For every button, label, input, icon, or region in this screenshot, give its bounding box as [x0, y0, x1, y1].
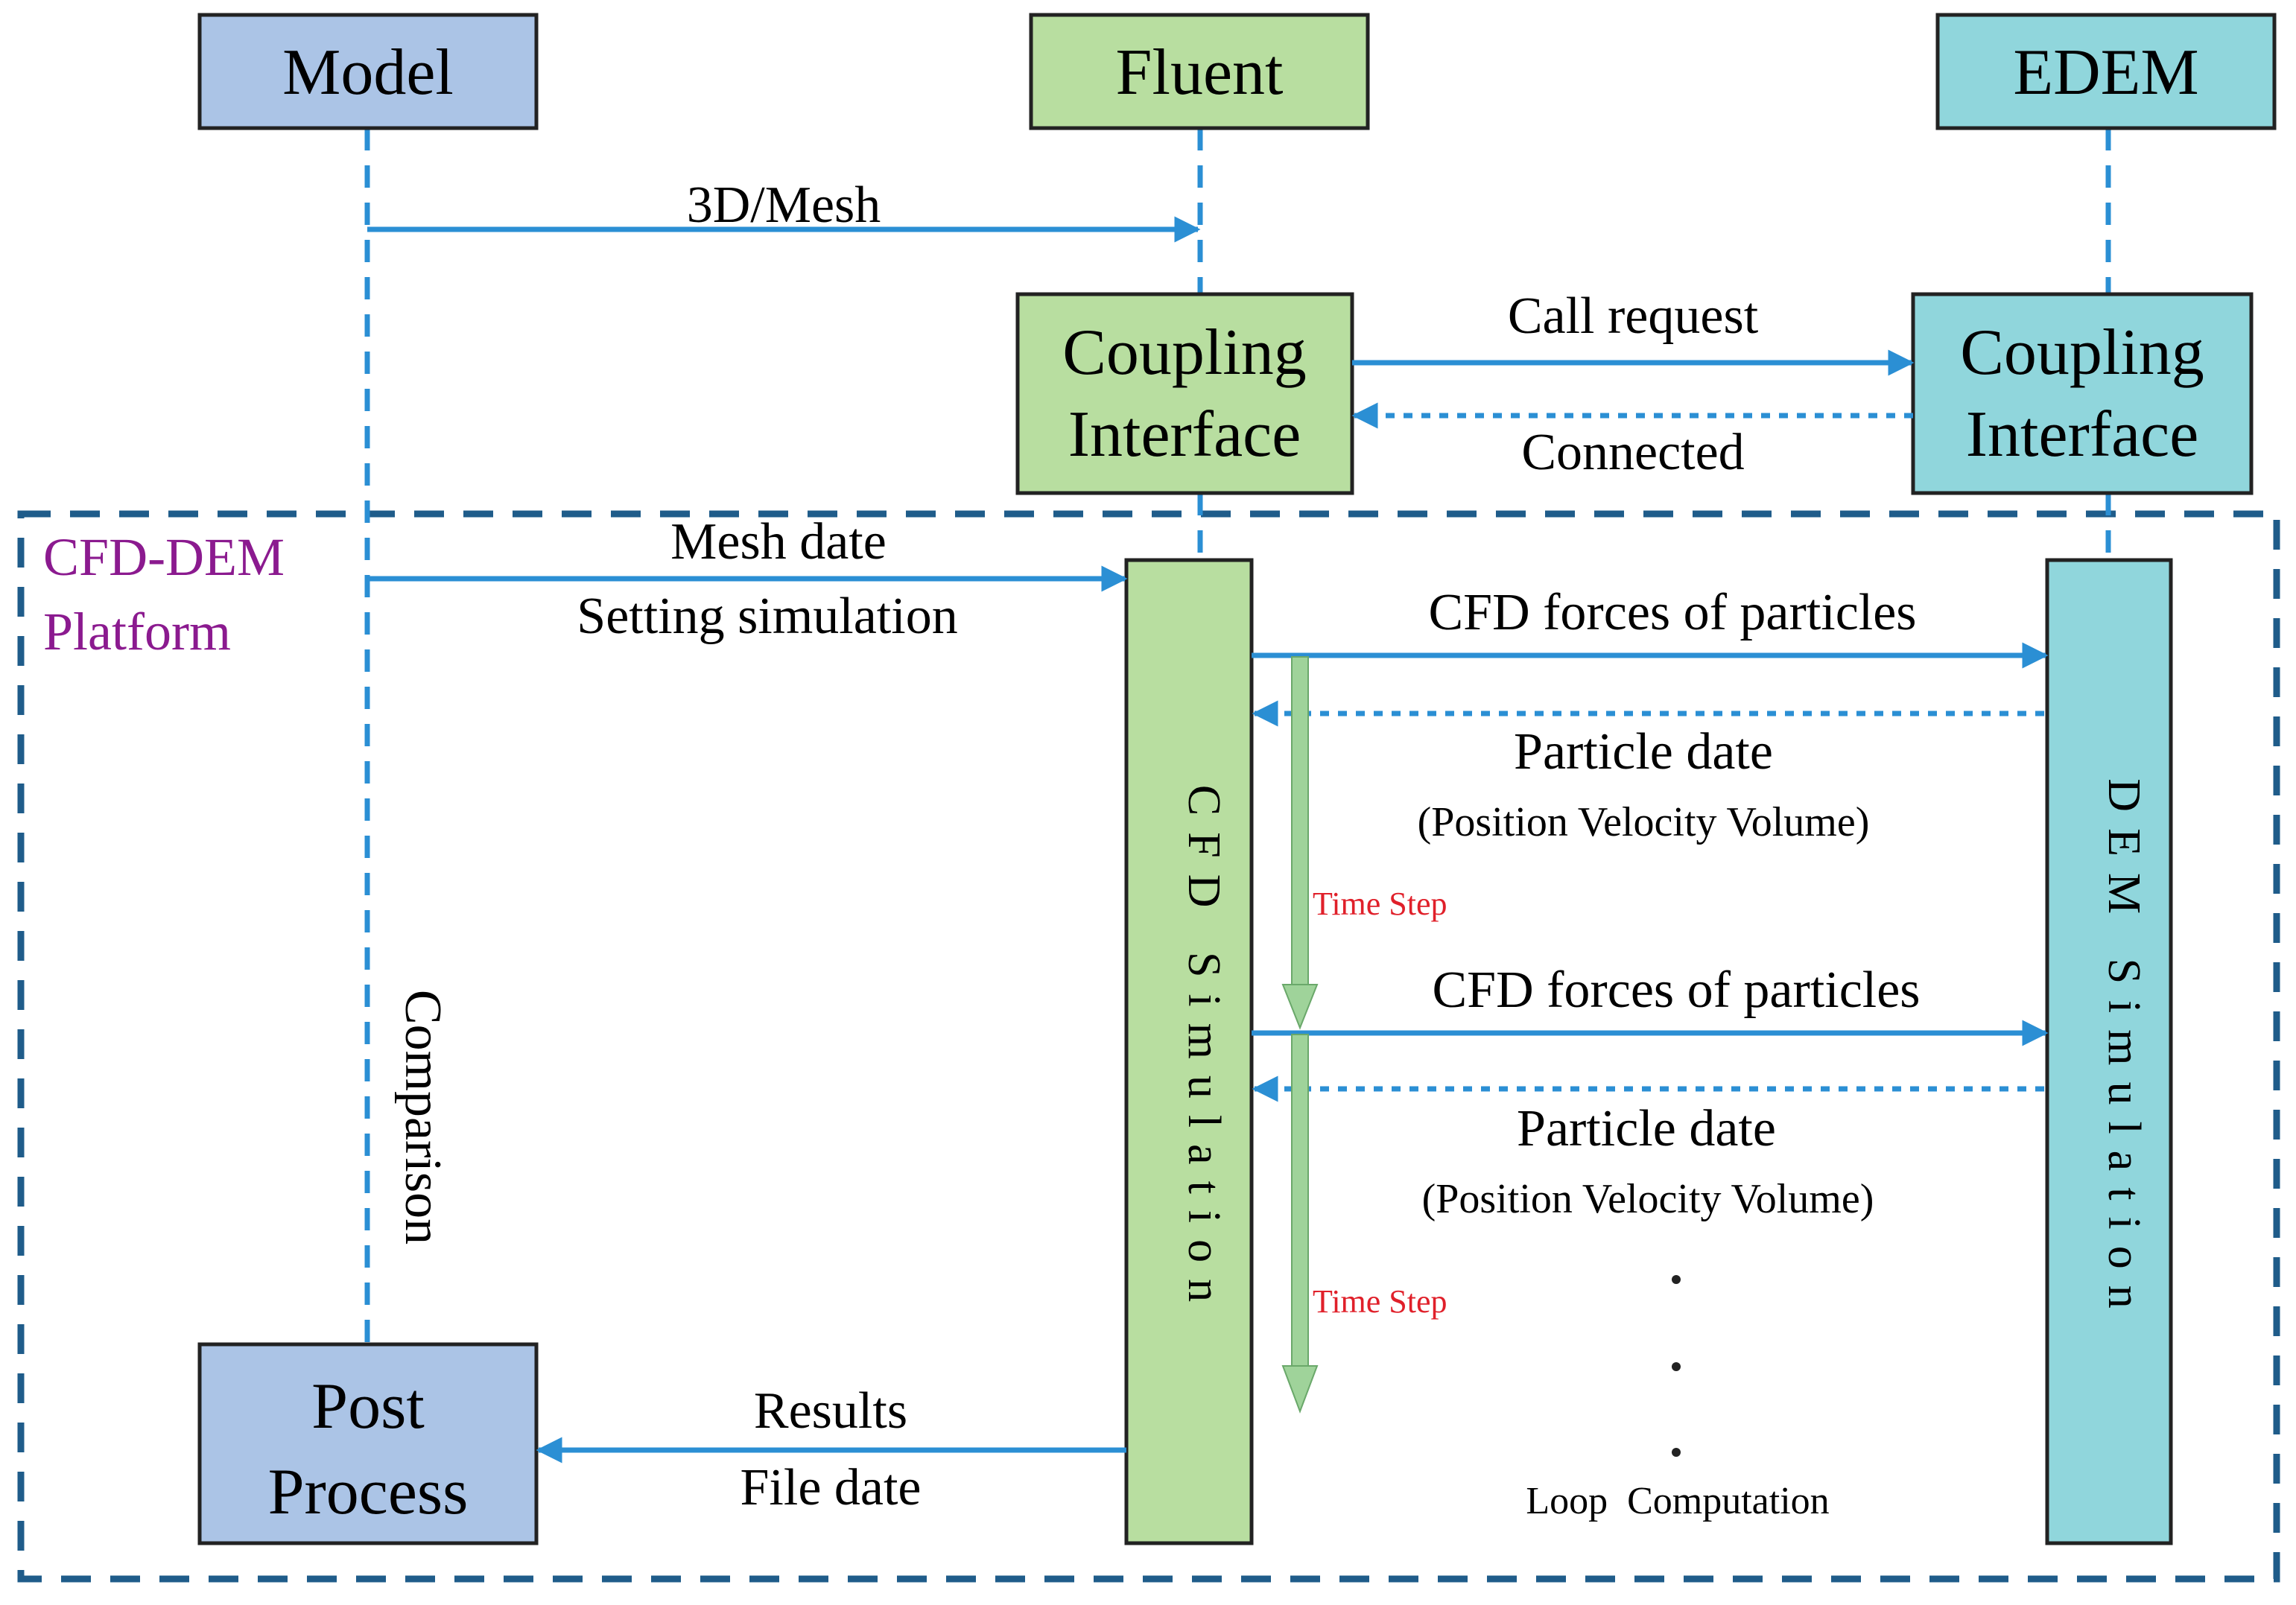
cfd-forces-label-1: CFD forces of particles — [1428, 584, 1916, 641]
post-process-box: Post Process — [197, 1342, 539, 1545]
time-step-label-1: Time Step — [1313, 886, 1447, 922]
particle-date-label-1: Particle date — [1514, 723, 1773, 781]
results-label: Results — [754, 1382, 907, 1440]
mesh-3d-label: 3D/Mesh — [687, 177, 881, 234]
edem-coupling-interface-box: Coupling Interface — [1911, 292, 2254, 495]
particle-date-label-2: Particle date — [1517, 1100, 1776, 1157]
post-process-line1: Post — [311, 1370, 425, 1443]
model-lane-label: Model — [282, 36, 454, 109]
loop-dot-2 — [1672, 1362, 1681, 1371]
fluent-lane-box: Fluent — [1029, 13, 1370, 130]
edem-coupling-line2: Interface — [1966, 398, 2199, 471]
time-step-arrow-2 — [1281, 1034, 1319, 1414]
edem-lane-label: EDEM — [2013, 36, 2198, 109]
model-lane-box: Model — [197, 13, 539, 130]
edem-coupling-line1: Coupling — [1960, 317, 2204, 389]
loop-computation-label: Loop Computation — [1526, 1480, 1829, 1522]
fluent-coupling-line1: Coupling — [1062, 317, 1307, 389]
dem-simulation-label: DEM Simulation — [2099, 778, 2149, 1324]
file-date-label: File date — [741, 1459, 922, 1516]
cfd-simulation-label: CFD Simulation — [1179, 785, 1229, 1318]
post-process-line2: Process — [268, 1456, 469, 1528]
platform-label-line1: CFD-DEM — [43, 527, 285, 587]
platform-frame — [17, 510, 2280, 1583]
loop-dot-1 — [1672, 1275, 1681, 1284]
loop-dot-3 — [1672, 1448, 1681, 1457]
position-velocity-volume-label-2: (Position Velocity Volume) — [1422, 1176, 1874, 1222]
comparison-label: Comparison — [394, 990, 451, 1245]
time-step-arrow-1 — [1281, 656, 1319, 1030]
time-step-label-2: Time Step — [1313, 1283, 1447, 1320]
edem-lane-box: EDEM — [1935, 13, 2277, 130]
mesh-date-label: Mesh date — [670, 513, 887, 571]
cfd-simulation-bar: CFD Simulation — [1124, 558, 1254, 1545]
connected-label: Connected — [1521, 424, 1744, 481]
call-request-label: Call request — [1508, 287, 1759, 345]
position-velocity-volume-label-1: (Position Velocity Volume) — [1418, 799, 1870, 845]
setting-simulation-label: Setting simulation — [577, 588, 957, 645]
fluent-coupling-interface-box: Coupling Interface — [1015, 292, 1354, 495]
platform-label-line2: Platform — [43, 602, 231, 661]
cfd-forces-label-2: CFD forces of particles — [1432, 962, 1920, 1019]
fluent-lane-label: Fluent — [1116, 36, 1284, 109]
fluent-coupling-line2: Interface — [1068, 398, 1301, 471]
dem-simulation-bar: DEM Simulation — [2045, 558, 2173, 1545]
